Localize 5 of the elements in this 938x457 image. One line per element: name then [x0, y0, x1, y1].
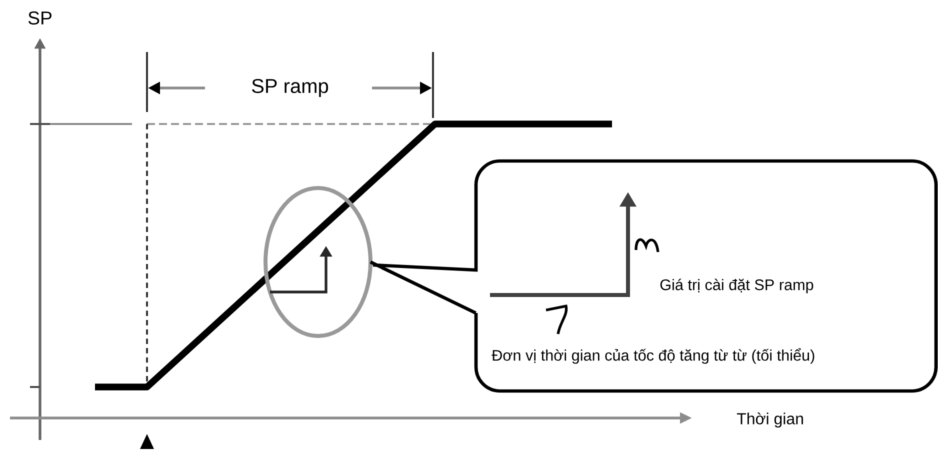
callout-box: Giá trị cài đặt SP ramp Đơn vị thời gian của tốc độ tăng từ từ (tối thiểu) — [372, 159, 938, 393]
axis-label: Thời gian — [736, 412, 803, 428]
axis-label: SP — [28, 11, 52, 25]
axis-label: SP ramp — [252, 78, 328, 98]
magnifier-ellipse — [264, 186, 372, 338]
